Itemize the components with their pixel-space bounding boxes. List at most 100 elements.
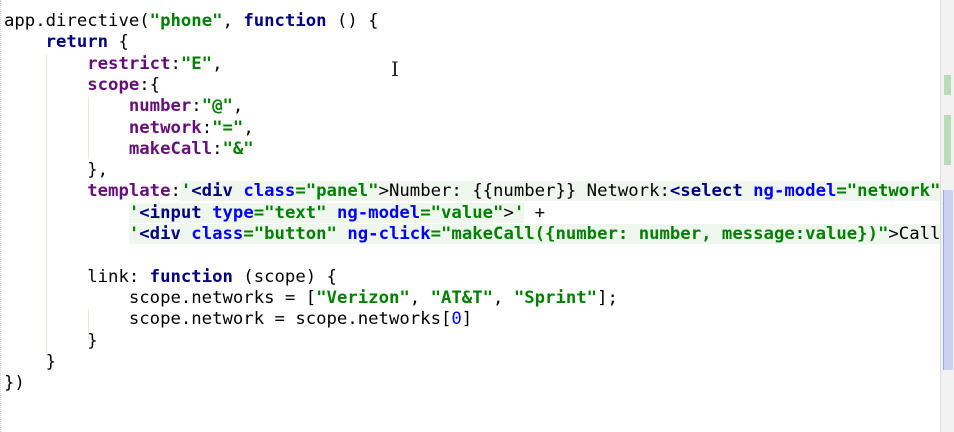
code-line[interactable]: link: function (scope) {: [4, 267, 337, 288]
code-token: return: [45, 32, 109, 53]
code-token: ="panel": [295, 181, 379, 202]
code-token: <div: [139, 224, 192, 244]
code-token: [4, 224, 129, 244]
code-token: ="value": [420, 202, 504, 223]
code-line[interactable]: number:"@",: [4, 96, 243, 117]
code-token: ng-click: [347, 224, 431, 244]
indent-guide: [88, 97, 89, 159]
code-line[interactable]: return {: [4, 32, 129, 53]
code-token: :{: [139, 74, 161, 95]
code-line[interactable]: scope:{: [4, 75, 160, 96]
code-token: ,: [493, 287, 514, 308]
code-token: [4, 96, 129, 116]
code-token: ,: [222, 11, 244, 31]
code-token: ];: [597, 287, 618, 308]
code-token: function: [243, 11, 327, 31]
code-token: scope: [87, 74, 140, 95]
code-token: >Number: {{number}} Network:: [378, 181, 670, 202]
code-line[interactable]: '<input type="text" ng-model="value">' +: [4, 202, 546, 224]
code-token: () {: [326, 11, 379, 31]
code-token: >Call: [888, 224, 941, 244]
code-token: link:: [4, 266, 150, 287]
code-token: "Sprint": [513, 287, 598, 308]
code-token: ]: [461, 309, 473, 330]
code-token: >: [503, 202, 514, 223]
code-token: scope.networks = [: [4, 287, 317, 308]
code-line[interactable]: scope.networks = ["Verizon", "AT&T", "Sp…: [4, 288, 618, 309]
code-token: ="button": [243, 224, 348, 244]
code-token: },: [4, 160, 109, 181]
code-token: [4, 118, 129, 138]
code-token: ': [513, 202, 525, 223]
code-token: [4, 203, 129, 223]
code-token: ,: [212, 53, 223, 74]
code-token: "AT&T": [430, 287, 494, 308]
code-token: type: [212, 202, 254, 223]
code-token: :: [201, 117, 213, 138]
code-token: ,: [409, 287, 431, 308]
code-token: :: [170, 181, 181, 202]
code-token: "phone": [149, 11, 223, 31]
code-token: (scope) {: [232, 266, 337, 287]
code-token: number: [128, 96, 192, 117]
code-token: :: [212, 138, 223, 159]
code-token: makeCall: [128, 138, 213, 159]
code-line[interactable]: template:'<div class="panel">Number: {{n…: [4, 181, 941, 202]
code-token: +: [524, 202, 546, 223]
code-token: 0: [451, 309, 462, 330]
code-token: [4, 32, 46, 52]
code-line[interactable]: '<div class="button" ng-click="makeCall(…: [4, 224, 941, 245]
code-token: ,: [232, 96, 244, 117]
code-token: :: [170, 53, 181, 74]
code-token: <div: [191, 181, 244, 202]
code-line[interactable]: makeCall:"&": [4, 139, 254, 160]
code-token: }: [4, 351, 57, 372]
code-token: }): [4, 373, 25, 394]
code-line[interactable]: }: [4, 330, 98, 352]
code-token: ,: [243, 117, 254, 138]
code-token: network: [128, 117, 202, 138]
indent-guide: [88, 310, 89, 340]
code-token: "@": [201, 96, 233, 117]
code-line[interactable]: restrict:"E",: [4, 53, 223, 75]
code-token: function: [149, 266, 233, 287]
code-token: "&": [222, 138, 254, 159]
code-token: }: [4, 330, 98, 351]
code-token: :: [191, 96, 202, 117]
code-token: template: [87, 181, 171, 202]
code-line[interactable]: network:"=",: [4, 118, 254, 139]
indent-guide: [46, 55, 47, 355]
change-marker[interactable]: [944, 115, 951, 165]
scrollbar-thumb[interactable]: [943, 190, 953, 370]
code-token: restrict: [87, 53, 171, 74]
code-token: class: [191, 224, 244, 244]
code-token: ="makeCall({number: number, message:valu…: [430, 224, 889, 244]
code-token: [4, 54, 87, 74]
code-token: ="network"': [836, 181, 941, 202]
code-line[interactable]: },: [4, 160, 108, 181]
change-marker[interactable]: [944, 75, 951, 95]
code-token: ng-model: [336, 202, 421, 223]
code-token: "E": [180, 53, 213, 74]
code-token: "Verizon": [316, 287, 410, 308]
code-line[interactable]: }: [4, 352, 56, 373]
text-cursor-icon: I: [391, 57, 399, 81]
code-token: ="text": [253, 202, 337, 223]
code-token: ': [128, 202, 140, 223]
code-token: [4, 181, 87, 201]
code-token: <input: [139, 202, 213, 223]
code-token: <select: [669, 181, 754, 202]
code-token: "=": [212, 117, 244, 138]
code-token: {: [108, 32, 129, 53]
code-token: [4, 139, 129, 159]
scrollbar-gutter[interactable]: [940, 0, 954, 432]
code-token: ': [180, 181, 192, 202]
code-token: ng-model: [753, 181, 837, 202]
code-token: scope.network = scope.networks[: [4, 309, 452, 330]
code-token: app.directive(: [4, 11, 150, 31]
code-line[interactable]: scope.network = scope.networks[0]: [4, 309, 472, 330]
code-token: [4, 75, 87, 95]
code-line[interactable]: app.directive("phone", function () {: [4, 11, 379, 32]
code-line[interactable]: }): [4, 373, 25, 394]
